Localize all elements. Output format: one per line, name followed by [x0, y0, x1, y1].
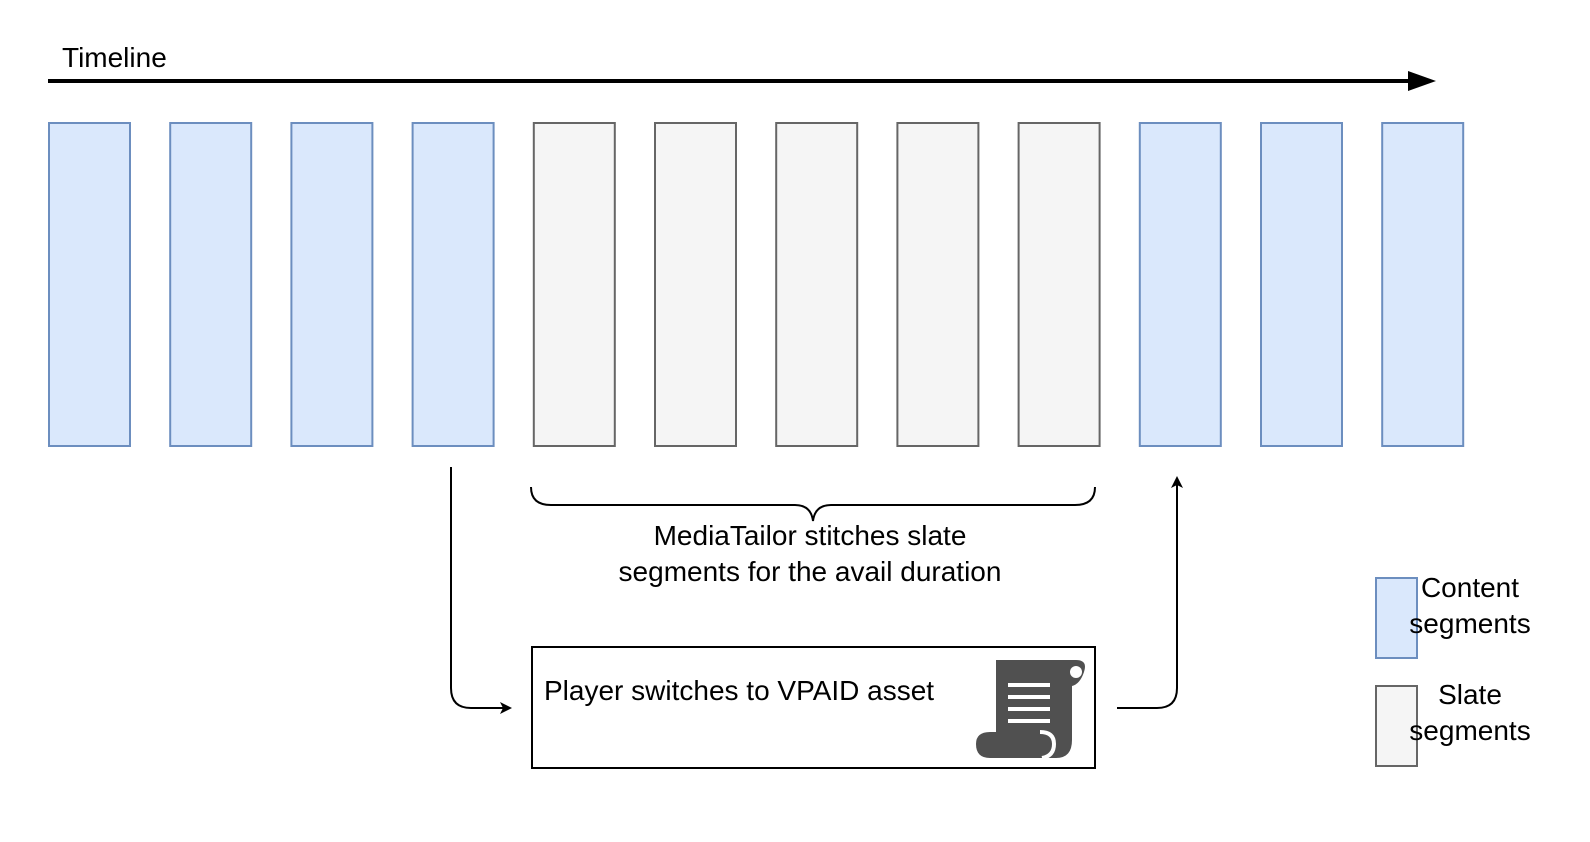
segments-row	[48, 122, 1465, 447]
legend-content-line-1: Content	[1420, 572, 1520, 603]
content-segment	[1381, 122, 1465, 447]
slate-segment	[896, 122, 980, 447]
content-segment	[290, 122, 374, 447]
slate-brace	[530, 486, 1096, 522]
legend-slate-swatch	[1375, 685, 1418, 767]
slate-segment	[775, 122, 859, 447]
content-segment	[1138, 122, 1222, 447]
slate-caption-line-1: MediaTailor stitches slate	[653, 520, 967, 551]
slate-caption-line-2: segments for the avail duration	[618, 556, 1002, 587]
content-segment	[411, 122, 495, 447]
script-scroll-icon	[976, 660, 1085, 760]
legend-content-label: Content segments	[1400, 570, 1540, 642]
vpaid-label: Player switches to VPAID asset	[544, 675, 935, 706]
legend-content-swatch	[1375, 577, 1418, 659]
slate-segment	[532, 122, 616, 447]
slate-segment	[654, 122, 737, 447]
content-segment	[169, 122, 253, 447]
slate-segment	[1017, 122, 1101, 447]
timeline-label: Timeline	[62, 42, 167, 73]
switch-to-vpaid-arrow	[450, 467, 512, 714]
return-to-content-arrow	[1117, 476, 1183, 709]
timeline-arrow	[48, 71, 1436, 91]
legend-content-line-2: segments	[1409, 608, 1531, 639]
content-segment	[48, 122, 131, 447]
content-segment	[1260, 122, 1343, 447]
legend-slate-line-1: Slate	[1438, 679, 1502, 710]
slate-caption: MediaTailor stitches slate segments for …	[560, 518, 1060, 590]
legend-slate-line-2: segments	[1409, 715, 1531, 746]
legend-slate-label: Slate segments	[1400, 677, 1540, 749]
